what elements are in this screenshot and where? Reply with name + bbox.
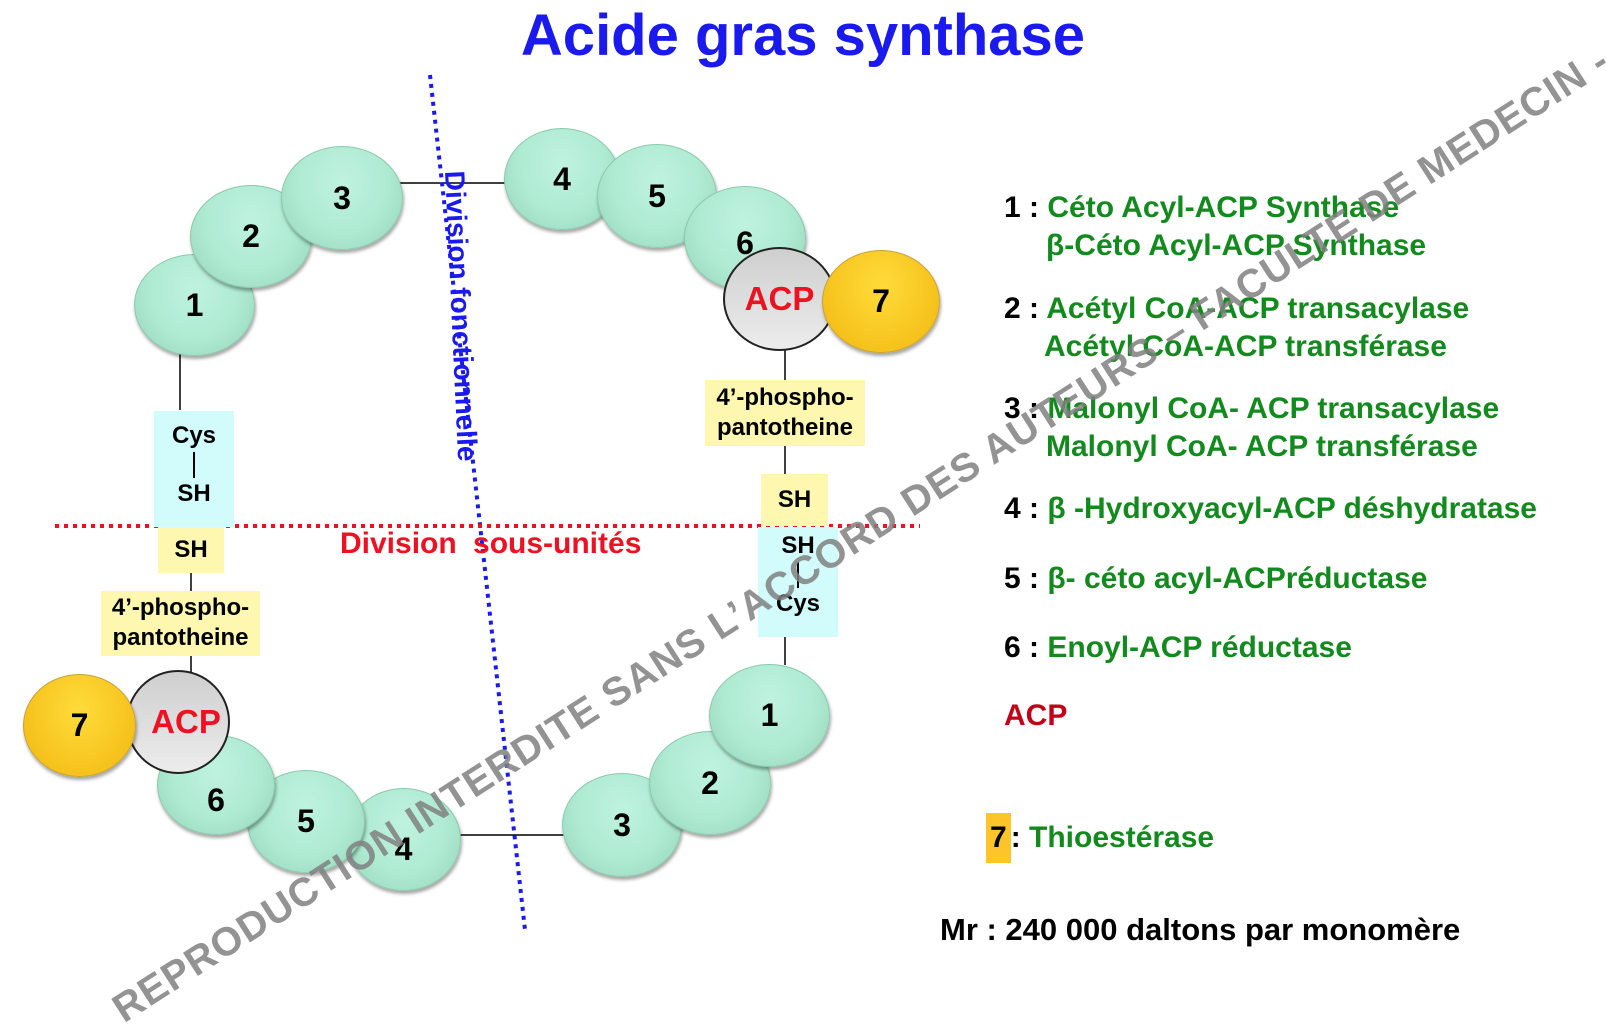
domain-label: 5	[297, 803, 315, 839]
legend-number: 3 :	[1004, 392, 1040, 425]
legend-text: Acétyl CoA-ACP transacylase	[1046, 292, 1470, 325]
pantetheine-line2: pantotheine	[112, 624, 249, 651]
legend-item-7: 7: Thioestérase	[986, 813, 1214, 863]
legend-text: β- céto acyl-ACPréductase	[1047, 562, 1428, 595]
domain-label: 4	[553, 160, 571, 197]
sh-label: SH	[174, 536, 208, 563]
legend-number-7-swatch: 7	[986, 813, 1011, 863]
domain-label: 3	[333, 179, 351, 216]
acp-label: ACP	[744, 280, 815, 317]
domain-label: 6	[736, 224, 754, 261]
cys-sh-box-top: Cys SH	[154, 411, 234, 527]
thioesterase-7-top: 7	[822, 250, 940, 353]
legend-number: 1 :	[1004, 191, 1040, 224]
legend-number: 5 :	[1004, 562, 1040, 595]
legend-item-6: 6 : Enoyl-ACP réductase	[1004, 629, 1352, 667]
bond-line	[193, 452, 195, 478]
acp-bottom: ACP	[126, 670, 230, 774]
legend-item-1: 1 : Céto Acyl-ACP Synthase β-Céto Acyl-A…	[1004, 189, 1426, 265]
legend-item-acp: ACP	[1004, 697, 1067, 735]
legend-text: Thioestérase	[1029, 821, 1215, 854]
pantetheine-line1: 4’-phospho-	[111, 594, 250, 621]
domain-label: 6	[207, 781, 225, 818]
domain-4-bottom: 4	[346, 788, 461, 891]
pantetheine-box-top: 4’-phospho- pantotheine	[705, 380, 865, 446]
sh-box-top: SH	[761, 474, 828, 526]
acp-label: ACP	[151, 703, 221, 740]
thioesterase-7-bottom: 7	[23, 674, 136, 777]
legend-item-5: 5 : β- céto acyl-ACPréductase	[1004, 560, 1427, 598]
legend-number: 4 :	[1004, 492, 1040, 525]
legend-item-3: 3 : Malonyl CoA- ACP transacylase Malony…	[1004, 390, 1499, 466]
legend-number: 6 :	[1004, 631, 1040, 664]
molecular-weight-note: Mr : 240 000 daltons par monomère	[940, 912, 1461, 947]
legend-text: Malonyl CoA- ACP transacylase	[1047, 392, 1500, 425]
domain-label: 7	[70, 707, 89, 743]
legend-text: β-Céto Acyl-ACP Synthase	[1046, 229, 1427, 262]
domain-label: 3	[613, 806, 631, 843]
legend-number: 2 :	[1004, 292, 1040, 325]
sh-label: SH	[781, 532, 815, 559]
pantetheine-line1: 4’-phospho-	[716, 384, 854, 411]
sh-label: SH	[177, 480, 211, 507]
domain-label: 1	[760, 697, 779, 733]
page-title: Acide gras synthase	[520, 3, 1086, 68]
legend-text: Enoyl-ACP réductase	[1047, 631, 1352, 664]
legend-text: ACP	[1004, 699, 1068, 732]
subunit-division-label: Division sous-unités	[340, 527, 642, 560]
domain-label: 4	[394, 831, 413, 867]
domain-label: 1	[185, 286, 204, 323]
legend-text: Céto Acyl-ACP Synthase	[1047, 191, 1400, 224]
acp-top: ACP	[723, 247, 836, 351]
cys-label: Cys	[775, 590, 821, 617]
pantetheine-line2: pantotheine	[717, 414, 853, 441]
domain-label: 7	[872, 283, 890, 319]
domain-label: 5	[648, 177, 666, 214]
domain-3-top: 3	[281, 146, 403, 250]
legend-text: β -Hydroxyacyl-ACP déshydratase	[1047, 492, 1537, 525]
legend-text: Malonyl CoA- ACP transférase	[1046, 430, 1478, 463]
cys-label: Cys	[171, 422, 217, 449]
legend-text: Acétyl CoA-ACP transférase	[1044, 330, 1447, 363]
pantetheine-box-bottom: 4’-phospho- pantotheine	[101, 591, 260, 656]
sh-box-bottom: SH	[158, 527, 224, 573]
domain-label: 2	[701, 764, 719, 801]
legend-separator: :	[1010, 821, 1021, 854]
legend-item-4: 4 : β -Hydroxyacyl-ACP déshydratase	[1004, 490, 1537, 528]
domain-1-top: 1	[134, 254, 255, 356]
legend-item-2: 2 : Acétyl CoA-ACP transacylase Acétyl C…	[1004, 290, 1469, 366]
domain-1-bottom: 1	[709, 664, 830, 767]
domain-label: 2	[242, 218, 260, 254]
sh-label: SH	[777, 486, 812, 513]
cys-sh-box-bottom: SH Cys	[758, 527, 838, 637]
bond-line	[797, 562, 799, 588]
